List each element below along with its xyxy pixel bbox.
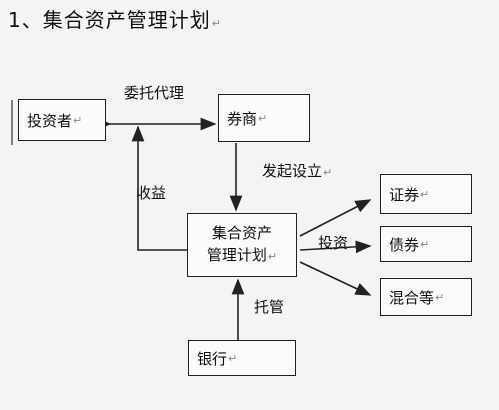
investor-box: 投资者↵ bbox=[18, 99, 106, 141]
invest-arrow-securities bbox=[299, 199, 372, 237]
securities-box: 证券↵ bbox=[380, 174, 472, 214]
mixed-box: 混合等↵ bbox=[380, 278, 472, 316]
bonds-box: 债券↵ bbox=[380, 226, 472, 262]
page-title: 1、集合资产管理计划↵ bbox=[8, 8, 222, 32]
custody-label: 托管 bbox=[254, 298, 285, 316]
invest-arrow-mixed bbox=[299, 261, 372, 296]
invest-arrow-bonds bbox=[299, 240, 372, 254]
plan-box: 集合资产 管理计划↵ bbox=[187, 213, 297, 277]
entrust-label: 委托代理 bbox=[124, 84, 185, 102]
broker-box: 券商↵ bbox=[218, 94, 310, 142]
bank-box: 银行↵ bbox=[188, 340, 296, 376]
invest-label: 投资 bbox=[318, 234, 349, 252]
establish-label: 发起设立↵ bbox=[262, 162, 333, 180]
income-label: 收益 bbox=[136, 184, 167, 202]
